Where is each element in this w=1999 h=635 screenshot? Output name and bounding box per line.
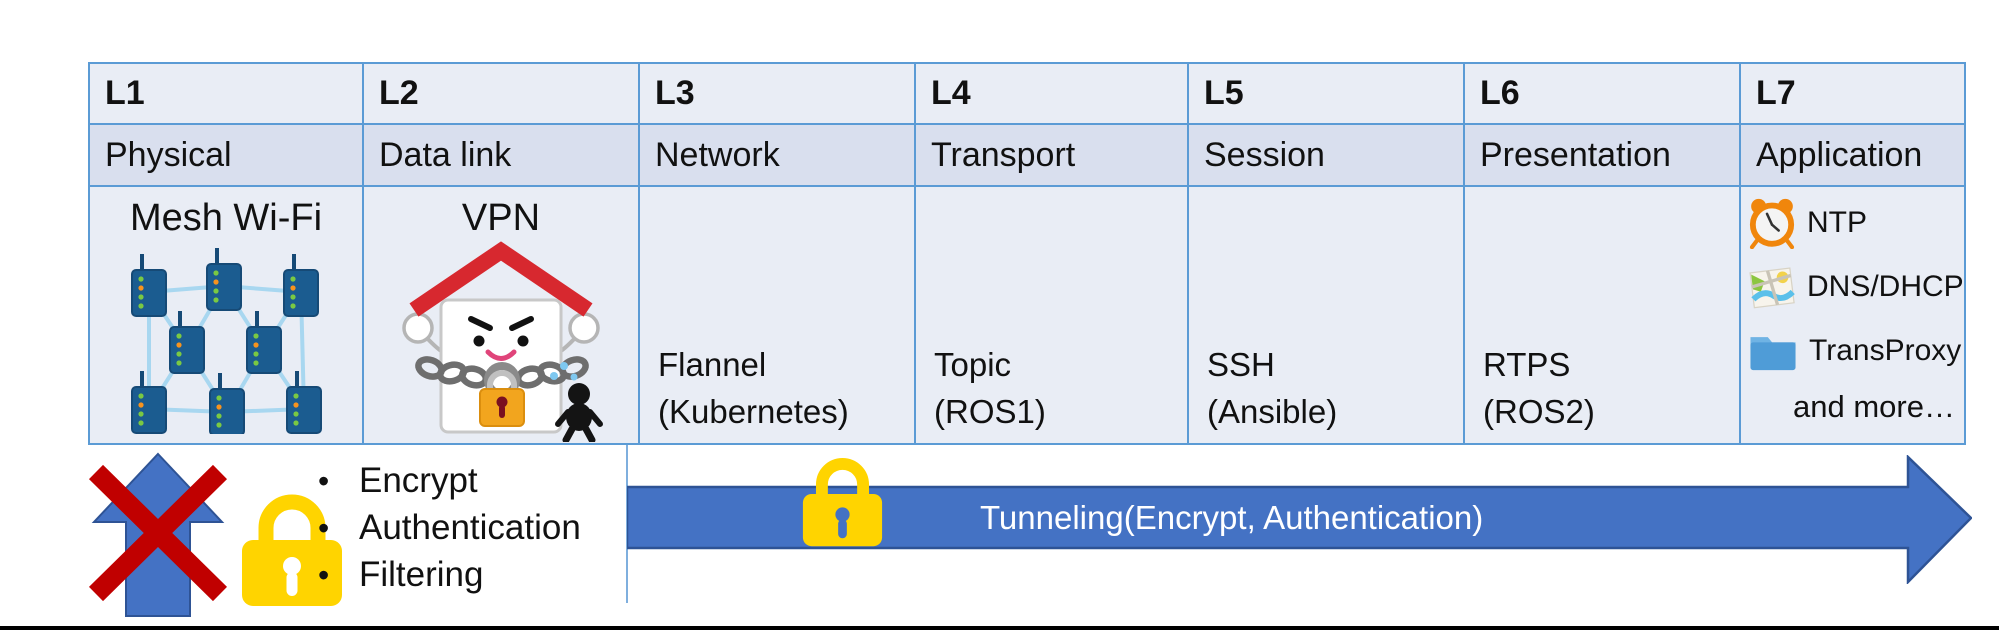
sweat-drops <box>550 362 578 381</box>
bullet-item: • Authentication <box>318 508 581 555</box>
cell-l4-topic: Topic (ROS1) <box>916 187 1189 443</box>
l7-item-dns-dhcp: DNS/DHCP <box>1747 259 1964 315</box>
layer-name-label: Application <box>1756 135 1923 174</box>
layer-id-label: L3 <box>655 74 695 112</box>
alarm-clock-icon <box>1749 198 1795 249</box>
layer-id-label: L6 <box>1480 74 1520 112</box>
bullet-label: Authentication <box>359 508 581 547</box>
tech-label: SSH (Ansible) <box>1207 341 1337 435</box>
padlock-icon <box>242 494 342 606</box>
tunnel-label: Tunneling(Encrypt, Authentication) <box>980 499 1484 536</box>
cell-l2-vpn: VPN <box>364 187 640 443</box>
layer-name-label: Session <box>1204 135 1325 174</box>
layer-name-transport: Transport <box>916 125 1189 187</box>
mesh-routers <box>130 248 322 434</box>
tech-line2: (Kubernetes) <box>658 393 849 430</box>
layer-name-label: Presentation <box>1480 135 1671 174</box>
cell-l6-rtps: RTPS (ROS2) <box>1465 187 1741 443</box>
tunnel-padlock-icon <box>802 457 883 547</box>
bullet-item: • Filtering <box>318 555 581 602</box>
l7-item-label: TransProxy <box>1809 334 1962 367</box>
tech-line2: (Ansible) <box>1207 393 1338 430</box>
l7-item-ntp: NTP <box>1747 195 1964 251</box>
l7-item-label: DNS/DHCP <box>1807 270 1964 303</box>
bullet-item: • Encrypt <box>318 461 581 508</box>
bottom-rule <box>0 626 1999 630</box>
burglar-icon <box>555 383 603 442</box>
fist-right <box>568 312 600 344</box>
tech-line2: (ROS2) <box>1483 393 1595 430</box>
mesh-network-icon <box>130 248 322 434</box>
tech-line1: Topic <box>934 346 1012 383</box>
l7-item-label: NTP <box>1807 206 1867 239</box>
layer-id-label: L1 <box>105 74 145 112</box>
blocked-up-arrow-icon <box>88 452 228 617</box>
layer-id-label: L2 <box>379 74 419 112</box>
layer-name-label: Physical <box>105 135 232 174</box>
tech-line2: (ROS1) <box>934 393 1046 430</box>
layer-name-application: Application <box>1741 125 1964 187</box>
bullet-dot: • <box>318 463 330 499</box>
tech-line1: Flannel <box>658 346 767 383</box>
blocked-bullet-list: • Encrypt • Authentication • Filtering <box>318 461 581 602</box>
layer-name-physical: Physical <box>90 125 364 187</box>
layer-name-network: Network <box>640 125 916 187</box>
bullet-dot: • <box>318 510 330 546</box>
cell-l5-ssh: SSH (Ansible) <box>1189 187 1465 443</box>
tech-label: Flannel (Kubernetes) <box>658 341 849 435</box>
layer-id-l6: L6 <box>1465 64 1741 125</box>
osi-table: L1 L2 L3 L4 L5 L6 L7 Physical Data link … <box>88 62 1966 445</box>
mesh-wifi-title: Mesh Wi-Fi <box>129 197 323 239</box>
layer-id-l7: L7 <box>1741 64 1964 125</box>
right-arrow <box>627 455 1972 584</box>
cross-stroke <box>88 464 228 602</box>
bullet-dot: • <box>318 557 330 593</box>
layer-name-label: Data link <box>379 135 512 174</box>
layer-id-l4: L4 <box>916 64 1189 125</box>
layer-id-label: L4 <box>931 74 971 112</box>
l7-item-transproxy: TransProxy <box>1747 323 1964 379</box>
secured-house-icon <box>402 241 603 442</box>
fist-left <box>402 312 434 344</box>
layer-id-l5: L5 <box>1189 64 1465 125</box>
layer-id-label: L5 <box>1204 74 1244 112</box>
tech-label: Topic (ROS1) <box>934 341 1046 435</box>
layer-id-l2: L2 <box>364 64 640 125</box>
layer-id-l3: L3 <box>640 64 916 125</box>
folder-icon <box>1750 337 1796 371</box>
tech-line1: RTPS <box>1483 346 1571 383</box>
cell-l1-mesh-wifi: Mesh Wi-Fi <box>90 187 364 443</box>
bullet-label: Filtering <box>359 555 484 594</box>
layer-name-presentation: Presentation <box>1465 125 1741 187</box>
vpn-title: VPN <box>461 197 541 239</box>
layer-name-label: Network <box>655 135 780 174</box>
tunnel-right-arrow <box>627 455 1972 584</box>
map-icon <box>1749 267 1795 309</box>
layer-id-label: L7 <box>1756 74 1796 112</box>
bullet-label: Encrypt <box>359 461 478 500</box>
tech-label: RTPS (ROS2) <box>1483 341 1595 435</box>
cell-l3-flannel: Flannel (Kubernetes) <box>640 187 916 443</box>
tech-line1: SSH <box>1207 346 1275 383</box>
layer-name-session: Session <box>1189 125 1465 187</box>
layer-name-datalink: Data link <box>364 125 640 187</box>
cell-l7-application: NTP DNS/DHCP <box>1741 187 1964 443</box>
l7-and-more: and more… <box>1793 389 1955 424</box>
layer-id-l1: L1 <box>90 64 364 125</box>
layer-name-label: Transport <box>931 135 1076 174</box>
house-roof <box>409 241 593 317</box>
